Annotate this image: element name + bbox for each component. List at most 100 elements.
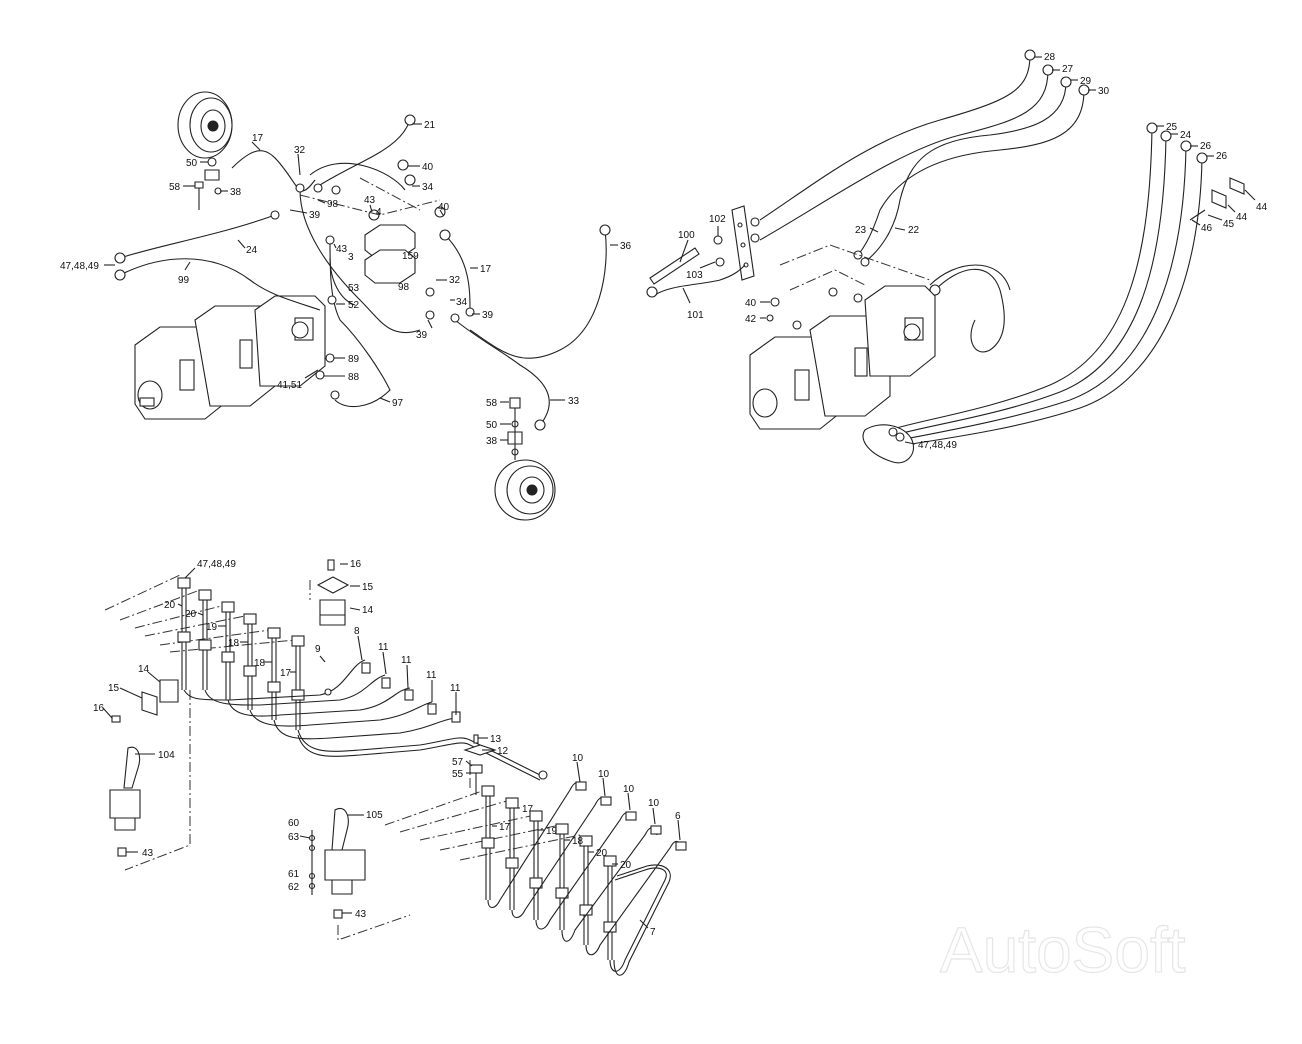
callout: 20 [620, 860, 632, 871]
callout: 100 [678, 230, 695, 241]
callout: 16 [93, 703, 105, 714]
callout: 24 [1180, 130, 1192, 141]
callout: 43 [355, 909, 367, 920]
callout: 103 [686, 270, 703, 281]
callout: 88 [348, 372, 360, 383]
callout: 18 [572, 836, 584, 847]
pump-stack-right [749, 285, 936, 430]
callouts-a: 21 17 32 50 58 38 40 34 98 43 4 40 39 43… [60, 120, 632, 447]
callout: 45 [1223, 219, 1235, 230]
callout: 8 [354, 626, 360, 637]
callout: 53 [348, 283, 360, 294]
callout: 18 [254, 658, 266, 669]
callout: 11 [450, 683, 461, 694]
callout: 39 [482, 310, 494, 321]
callout: 14 [362, 605, 374, 616]
callouts-b: 28 27 29 30 25 24 26 26 44 44 45 46 102 … [678, 52, 1268, 451]
callout: 98 [398, 282, 410, 293]
callout: 22 [908, 225, 920, 236]
pump-stack-left [134, 295, 326, 420]
assembly-bottom-left [102, 559, 548, 871]
callout: 11 [401, 655, 412, 666]
callouts-c: 47,48,49 16 15 14 20 20 19 18 18 17 9 8 … [93, 559, 461, 859]
callout: 58 [486, 398, 498, 409]
vertical-pipes-d [481, 785, 617, 960]
callout: 102 [709, 214, 726, 225]
fitting-38 [204, 169, 220, 181]
callout: 4 [376, 207, 382, 218]
callout: 19 [546, 826, 558, 837]
callout: 13 [490, 734, 502, 745]
leaders-b [679, 56, 1256, 445]
callout: 15 [362, 582, 374, 593]
callout: 20 [185, 609, 197, 620]
clamp-44b [1211, 189, 1227, 209]
callout: 40 [438, 202, 450, 213]
callout: 40 [745, 298, 757, 309]
washer-50 [207, 157, 217, 167]
callout: 6 [675, 811, 681, 822]
callout: 52 [348, 300, 360, 311]
callout: 26 [1200, 141, 1212, 152]
callout: 17 [280, 668, 292, 679]
wheel-motor-top [177, 91, 233, 159]
wheel-motor-bottom [494, 397, 556, 521]
leaders-d [299, 737, 681, 929]
assembly-top-left [104, 91, 618, 521]
callout: 11 [426, 670, 437, 681]
callout: 98 [327, 199, 339, 210]
callout: 159 [402, 251, 419, 262]
cap-stack-top [316, 559, 350, 626]
callout: 10 [598, 769, 610, 780]
callout: 47,48,49 [60, 261, 99, 272]
cover-plate [862, 424, 914, 464]
callout: 10 [572, 753, 584, 764]
callout: 47,48,49 [918, 440, 957, 451]
callout: 32 [294, 145, 306, 156]
valve-block [364, 224, 416, 284]
callout: 20 [596, 848, 608, 859]
callout: 20 [164, 600, 176, 611]
callout: 61 [288, 869, 300, 880]
callout: 46 [1201, 223, 1213, 234]
callout: 7 [650, 927, 656, 938]
callout: 33 [568, 396, 580, 407]
cap-stack-left [111, 679, 179, 723]
callout: 60 [288, 818, 300, 829]
callout: 44 [1256, 202, 1268, 213]
callout: 57 [452, 757, 464, 768]
callout: 15 [108, 683, 120, 694]
callout: 12 [497, 746, 509, 757]
callout: 58 [169, 182, 181, 193]
callout: 43 [336, 244, 348, 255]
callout: 43 [364, 195, 376, 206]
callout: 34 [422, 182, 434, 193]
callout: 21 [424, 120, 436, 131]
assembly-top-right [646, 49, 1256, 464]
callout: 24 [246, 245, 258, 256]
callout: 43 [142, 848, 154, 859]
callout: 62 [288, 882, 300, 893]
callout: 55 [452, 769, 464, 780]
callout: 63 [288, 832, 300, 843]
callouts-d: 13 12 57 55 10 10 10 10 6 17 17 19 18 20… [288, 734, 681, 938]
callout: 19 [206, 622, 218, 633]
callout: 3 [348, 252, 354, 263]
callout: 10 [623, 784, 635, 795]
callout: 41,51 [277, 380, 302, 391]
callout: 28 [1044, 52, 1056, 63]
callout: 10 [648, 798, 660, 809]
clamp-44a [1229, 177, 1245, 195]
curved-pipes-c [183, 659, 541, 781]
callout: 17 [252, 133, 264, 144]
callout: 25 [1166, 122, 1178, 133]
callout: 30 [1098, 86, 1110, 97]
vertical-pipes-c [177, 577, 305, 730]
callout: 38 [230, 187, 242, 198]
callout: 39 [309, 210, 321, 221]
callout: 11 [378, 642, 389, 653]
callout: 105 [366, 810, 383, 821]
callout: 18 [228, 638, 240, 649]
callout: 104 [158, 750, 175, 761]
